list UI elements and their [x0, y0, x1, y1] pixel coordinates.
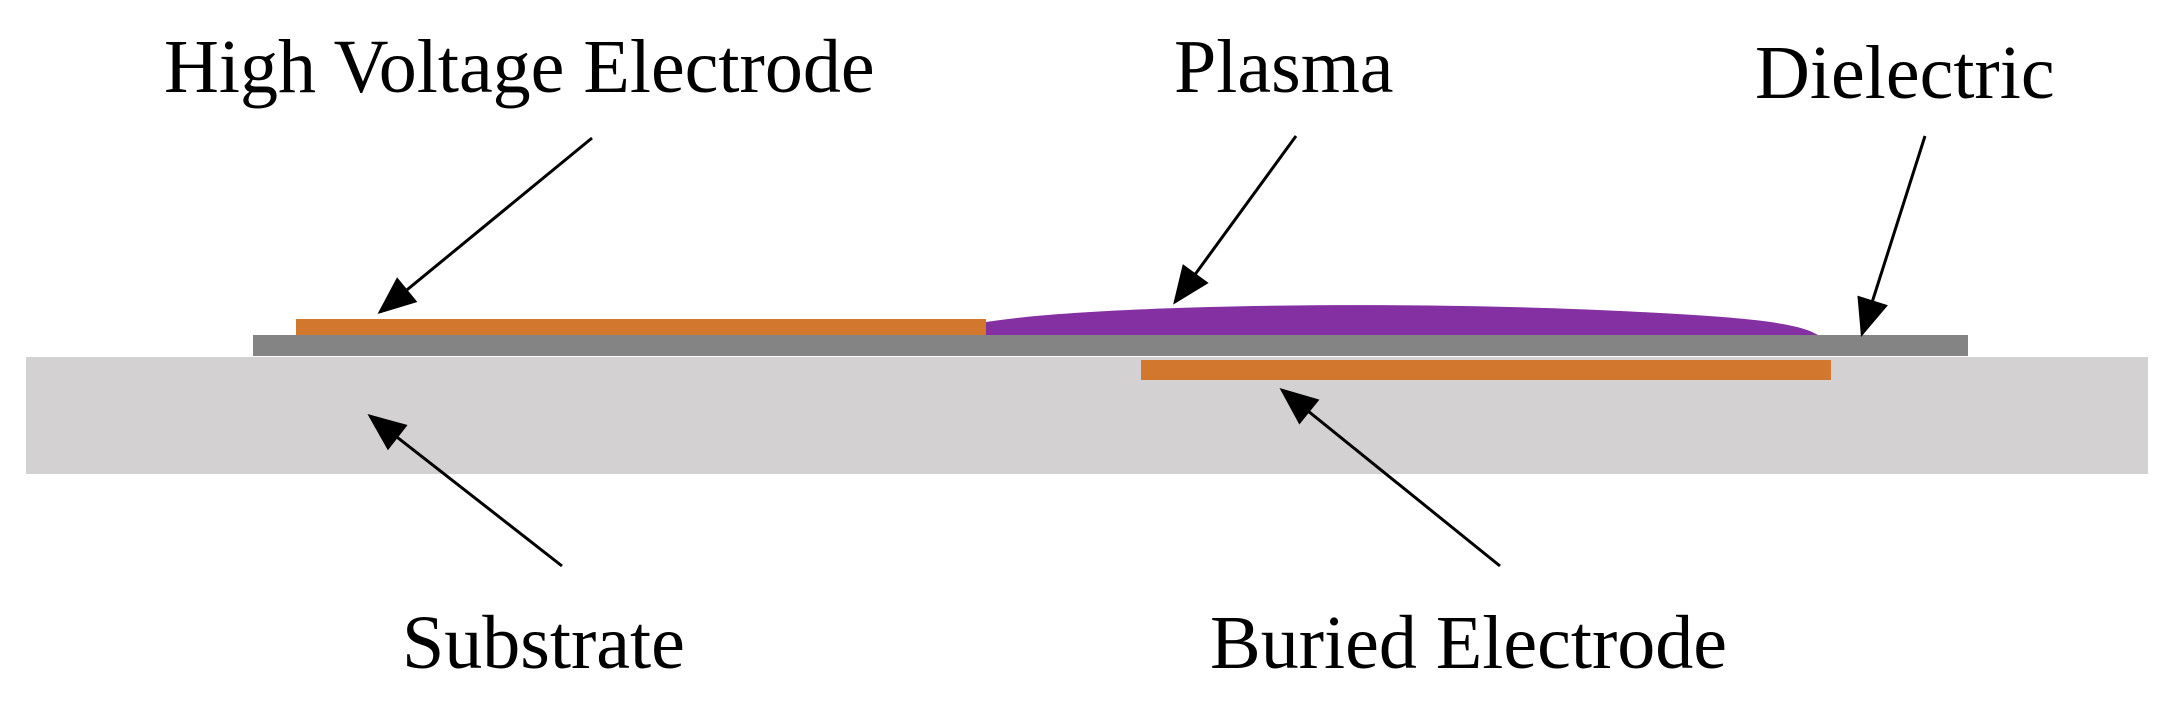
label-substrate: Substrate [402, 601, 685, 685]
high-voltage-electrode-shape [296, 319, 986, 335]
plasma-shape [986, 305, 1818, 335]
arrow-dielectric [1857, 135, 1927, 338]
label-dielectric: Dielectric [1755, 31, 2055, 115]
label-buried-electrode: Buried Electrode [1210, 601, 1727, 685]
label-plasma: Plasma [1174, 25, 1394, 109]
arrow-buried-electrode [1279, 387, 1501, 568]
dielectric-layer [253, 335, 1968, 356]
arrow-high-voltage-electrode [377, 136, 593, 315]
arrow-plasma [1173, 135, 1298, 305]
buried-electrode-shape [1141, 360, 1831, 380]
label-high-voltage-electrode: High Voltage Electrode [164, 25, 875, 109]
arrow-substrate [367, 414, 563, 568]
